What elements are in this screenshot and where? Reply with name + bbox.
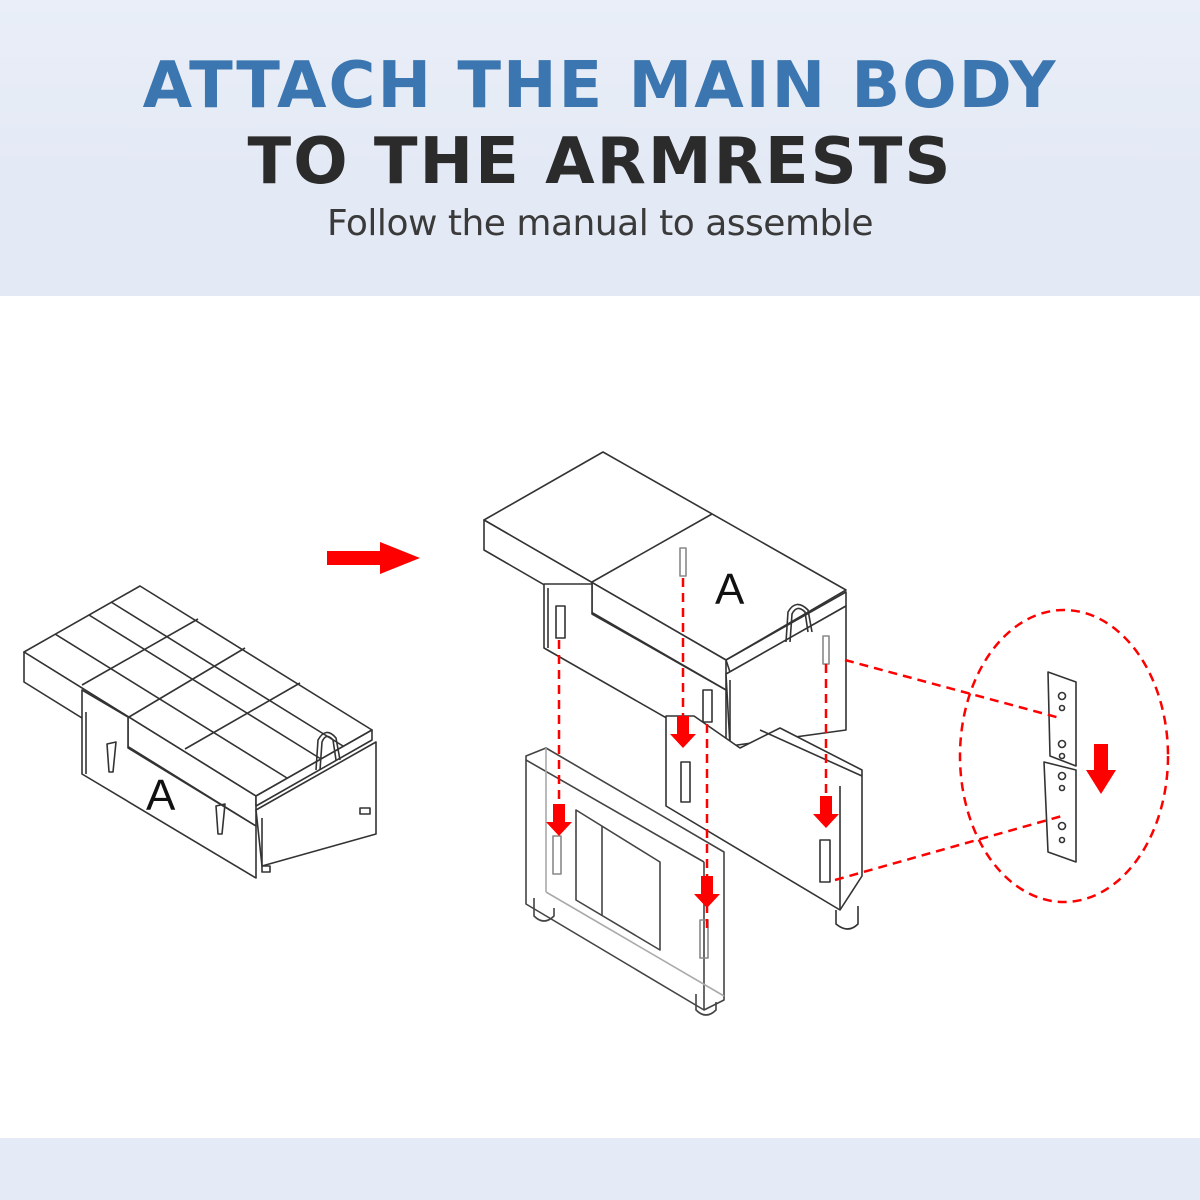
exploded-main-body: A [483,451,847,753]
red-down-arrow-icon [546,804,572,836]
footer-band [0,1138,1200,1200]
red-down-arrow-icon [813,796,839,828]
bracket-detail-callout [1043,671,1077,863]
header-band [0,0,1200,296]
red-down-arrow-icon [694,876,720,908]
red-annotations [327,542,1170,930]
red-down-arrow-icon [1086,744,1116,794]
title-line-2: TO THE ARMRESTS [247,125,953,199]
red-down-arrow-icon [670,716,696,748]
part-label-a: A [146,771,176,820]
front-armrest [525,747,725,1016]
assembled-sofa-section: A [23,585,377,879]
assembly-diagram: A A [23,451,1170,1016]
part-label-a-exploded: A [715,565,745,614]
red-right-arrow-icon [327,542,420,574]
title-line-1: ATTACH THE MAIN BODY [142,49,1058,123]
back-armrest [665,715,863,930]
subtitle: Follow the manual to assemble [326,203,874,244]
